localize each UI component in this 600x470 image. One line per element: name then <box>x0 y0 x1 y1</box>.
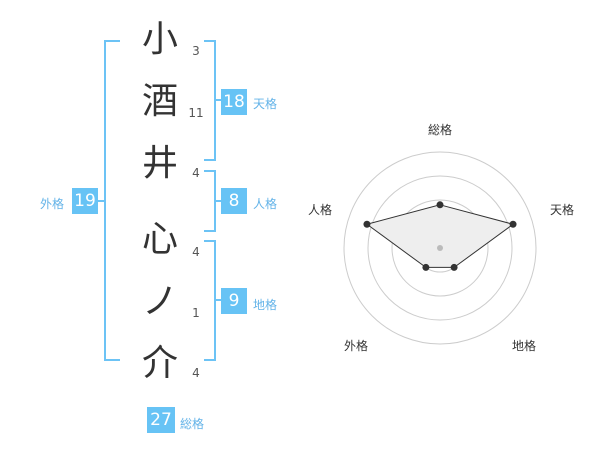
chikaku-tick <box>214 299 222 301</box>
radar-axis-label-2: 天格 <box>550 202 574 217</box>
gaikaku-badge: 19 <box>72 188 98 214</box>
tenkaku-badge: 18 <box>221 89 247 115</box>
radar-point-1 <box>436 201 444 209</box>
radar-point-2 <box>509 220 517 228</box>
tenkaku-label: 天格 <box>253 97 278 111</box>
name-char-4: 心 <box>141 219 178 260</box>
tenkaku-tick <box>214 99 222 101</box>
radar-axis-label-3: 地格 <box>512 338 536 353</box>
radar-center-dot <box>437 245 443 251</box>
name-char-3: 井 <box>141 143 178 184</box>
jinkaku-tick <box>214 200 222 202</box>
name-char-2: 酒 <box>141 81 178 122</box>
radar-area <box>365 204 515 268</box>
jinkaku-label: 人格 <box>253 197 278 211</box>
radar-axis-label-4: 外格 <box>344 338 368 353</box>
radar-ring-2 <box>391 199 489 297</box>
chikaku-label: 地格 <box>253 298 278 312</box>
radar-point-4 <box>422 263 430 271</box>
radar-point-3 <box>450 263 458 271</box>
radar-ring-4 <box>343 151 537 345</box>
radar-point-5 <box>363 220 371 228</box>
radar-axis-label-1: 総格 <box>428 122 452 137</box>
stroke-count-5: 1 <box>192 306 200 320</box>
stroke-count-1: 3 <box>192 44 200 58</box>
soukaku-badge: 27 <box>147 407 175 433</box>
jinkaku-badge: 8 <box>221 188 247 214</box>
gaikaku-label: 外格 <box>40 197 65 211</box>
name-char-6: 介 <box>141 343 178 384</box>
chikaku-badge: 9 <box>221 288 247 314</box>
radar-ring-3 <box>367 175 513 321</box>
radar-axis-label-5: 人格 <box>308 202 332 217</box>
stroke-count-4: 4 <box>192 245 200 259</box>
name-char-1: 小 <box>141 19 178 60</box>
gaikaku-tick <box>98 200 106 202</box>
soukaku-label: 総格 <box>180 417 205 431</box>
name-char-5: ノ <box>141 281 178 322</box>
stroke-count-3: 4 <box>192 166 200 180</box>
stroke-count-2: 11 <box>188 106 204 120</box>
stroke-count-6: 4 <box>192 366 200 380</box>
